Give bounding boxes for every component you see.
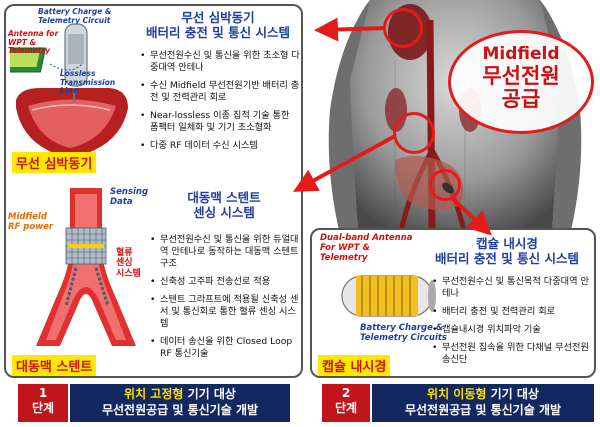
pm-bullet-3: Near-lossless 이종 집적 기술 통한 폼팩터 일체화 및 기기 초… (140, 110, 300, 134)
intestine-target-marker (429, 169, 461, 201)
stage-2-line-1-rest: 기기 대상 (486, 387, 539, 401)
stage-2-num: 2 (341, 386, 351, 400)
stage-1-line-1: 위치 고정형 기기 대상 (70, 387, 290, 403)
stage-2-highlight: 위치 이동형 (427, 387, 487, 401)
capsule-bullet-4: 무선전원 집속을 위한 다채널 무선전원 송신단 (432, 342, 594, 366)
stent-bullet-3: 스텐트 그라프트에 적용될 신축성 센서 및 통신회로 통한 혈류 센싱 시스템 (150, 294, 300, 330)
capsule-title: 캡슐 내시경 배터리 충전 및 통신 시스템 (420, 236, 594, 266)
midfield-wpt-badge: Midfield 무선전원 공급 (448, 30, 594, 134)
pm-bullet-4: 다중 RF 데이터 수신 시스템 (140, 140, 300, 152)
stage-1-highlight: 위치 고정형 (124, 387, 184, 401)
stage-2-line-2: 무선전원공급 및 통신기술 개발 (404, 402, 562, 417)
stage-2-line-1: 위치 이동형 기기 대상 (372, 387, 594, 403)
arrow-to-capsule (450, 196, 492, 236)
badge-line-2: 무선전원 (482, 63, 560, 88)
stage-1-line-1-rest: 기기 대상 (183, 387, 236, 401)
stage-1-unit: 단계 (31, 401, 55, 415)
capsule-antenna-label: Dual-band Antenna For WPT & Telemetry (320, 233, 413, 263)
capsule-bullet-2: 배터리 충전 및 전력관리 회로 (432, 306, 594, 318)
pm-lossless-label: Lossless Transmission Line (60, 69, 116, 96)
capsule-bullets: 무선전원수신 및 통신목적 다중대역 안테나 배터리 충전 및 전력관리 회로 … (432, 276, 594, 372)
stent-rf-label: Midfield RF power (8, 212, 54, 232)
aorta-target-marker (393, 112, 435, 154)
pm-antenna-label: Antenna for WPT & Telemetry (8, 29, 59, 56)
arrow-to-pacemaker (314, 17, 385, 42)
capsule-bullet-1: 무선전원수신 및 통신목적 다중대역 안테나 (432, 276, 594, 300)
badge-line-1: Midfield (482, 44, 560, 64)
pm-bullet-2: 수신 Midfield 무선전원기반 배터리 충전 및 전력관리 회로 (140, 80, 300, 104)
stent-bullets: 무선전원수신 및 통신을 위한 듀얼대역 안테나로 동작하는 대동맥 스텐트 구… (150, 234, 300, 366)
arrow-to-stent (292, 134, 396, 192)
capsule-battery-label: Battery Charge & Telemetry Circuits (360, 323, 447, 343)
heart-target-marker (383, 8, 423, 48)
stent-bullet-4: 데이터 송신을 위한 Closed Loop RF 통신기술 (150, 336, 300, 360)
stent-title: 대동맥 스텐트 센싱 시스템 (150, 190, 298, 220)
stent-bullet-1: 무선전원수신 및 통신을 위한 듀얼대역 안테나로 동작하는 대동맥 스텐트 구… (150, 234, 300, 270)
stage-2-unit: 단계 (334, 401, 358, 415)
stent-bullet-2: 신축성 고주파 전송선로 적용 (150, 276, 300, 288)
pacemaker-illustration (10, 23, 128, 158)
stent-title-1: 대동맥 스텐트 (187, 190, 261, 205)
pm-battery-label: Battery Charge & Telemetry Circuit (38, 7, 112, 25)
stage-1-bar: 위치 고정형 기기 대상 무선전원공급 및 통신기술 개발 (70, 384, 290, 422)
capsule-tag: 캡슐 내시경 (318, 355, 391, 376)
stage-1-number: 1 단계 (18, 384, 68, 422)
capsule-illustration (341, 275, 436, 317)
capsule-title-1: 캡슐 내시경 (476, 236, 538, 251)
pacemaker-title: 무선 심박동기 배터리 충전 및 통신 시스템 (138, 10, 298, 40)
stage-2-bar: 위치 이동형 기기 대상 무선전원공급 및 통신기술 개발 (372, 384, 594, 422)
stent-title-2: 센싱 시스템 (193, 205, 255, 220)
capsule-bullet-3: 캡슐내시경 위치파악 기술 (432, 324, 594, 336)
pacemaker-title-1: 무선 심박동기 (181, 10, 255, 25)
badge-line-3: 공급 (501, 86, 541, 111)
stage-2-number: 2 단계 (322, 384, 370, 422)
stent-tag: 대동맥 스텐트 (12, 355, 97, 376)
pacemaker-title-2: 배터리 충전 및 통신 시스템 (146, 25, 290, 40)
stage-1-num: 1 (38, 386, 48, 400)
stent-illustration (36, 188, 136, 346)
capsule-title-2: 배터리 충전 및 통신 시스템 (435, 251, 579, 266)
stage-1-line-2: 무선전원공급 및 통신기술 개발 (101, 402, 259, 417)
pm-bullet-1: 무선전원수신 및 통신을 위한 초소형 다중대역 안테나 (140, 50, 300, 74)
pacemaker-bullets: 무선전원수신 및 통신을 위한 초소형 다중대역 안테나 수신 Midfield… (140, 50, 300, 158)
pacemaker-tag: 무선 심박동기 (12, 152, 97, 173)
stent-sensing-label: Sensing Data (110, 187, 149, 207)
stent-flow-label: 혈류 센싱 시스템 (116, 248, 141, 279)
